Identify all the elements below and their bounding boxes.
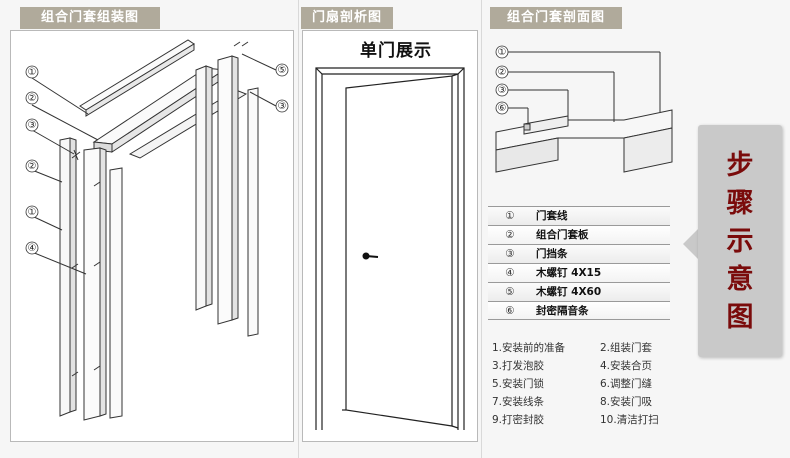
- side-label-text: 步 骤 示 意 图: [698, 147, 782, 337]
- part-name: 木螺钉 4X15: [536, 267, 602, 279]
- part-name: 组合门套板: [536, 229, 589, 241]
- part-number: ⑤: [505, 286, 515, 298]
- part-number: ③: [505, 248, 515, 260]
- assembly-callout-7: ⑤: [278, 65, 287, 76]
- step-item: 9.打密封胶: [492, 414, 545, 426]
- door-handle-icon: [362, 252, 379, 260]
- step-item: 5.安装门锁: [492, 378, 545, 390]
- assembly-panel: [10, 30, 294, 442]
- part-number: ①: [505, 210, 515, 222]
- assembly-callout-6: ④: [28, 243, 37, 254]
- step-item: 7.安装线条: [492, 396, 545, 408]
- part-name: 门挡条: [536, 248, 568, 260]
- side-label-char: 图: [726, 302, 754, 333]
- door-leaf-tab: 门扇剖析图: [301, 7, 393, 29]
- section-drawing: ① ② ③ ⑥: [495, 45, 673, 173]
- section-callout-4: ⑥: [498, 103, 507, 114]
- step-item: 4.安装合页: [600, 360, 653, 372]
- column-divider: [298, 0, 299, 458]
- door-title: 单门展示: [360, 41, 432, 61]
- step-item: 6.调整门缝: [600, 378, 653, 390]
- part-name: 木螺钉 4X60: [536, 286, 602, 298]
- step-item: 1.安装前的准备: [492, 342, 566, 354]
- step-item: 3.打发泡胶: [492, 360, 545, 372]
- side-label-char: 骤: [726, 188, 754, 219]
- assembly-callout-3: ③: [28, 120, 37, 131]
- step-item: 10.清洁打扫: [600, 414, 659, 426]
- assembly-callout-1: ①: [28, 67, 37, 78]
- column-divider: [481, 0, 482, 458]
- assembly-drawing: ① ② ③ ② ① ④ ⑤ ③: [25, 39, 289, 421]
- assembly-callout-4: ②: [28, 161, 37, 172]
- part-number: ④: [505, 267, 515, 279]
- parts-row: ④ 木螺钉 4X15: [488, 263, 670, 282]
- parts-row: ① 门套线: [488, 206, 670, 225]
- parts-row: ⑤ 木螺钉 4X60: [488, 282, 670, 301]
- side-label-char: 意: [726, 264, 754, 295]
- side-label-pointer: [683, 228, 699, 260]
- parts-row: ⑥ 封密隔音条: [488, 301, 670, 320]
- parts-row: ③ 门挡条: [488, 244, 670, 263]
- part-name: 门套线: [536, 210, 568, 222]
- assembly-callout-8: ③: [278, 101, 287, 112]
- part-number: ⑥: [505, 305, 515, 317]
- assembly-callout-5: ①: [28, 207, 37, 218]
- step-item: 2.组装门套: [600, 342, 653, 354]
- section-callout-3: ③: [498, 85, 507, 96]
- parts-row: ② 组合门套板: [488, 225, 670, 244]
- steps-side-label: 步 骤 示 意 图: [698, 125, 782, 357]
- section-tab: 组合门套剖面图: [490, 7, 622, 29]
- part-name: 封密隔音条: [536, 305, 589, 317]
- side-label-char: 示: [726, 226, 754, 257]
- section-callout-2: ②: [498, 67, 507, 78]
- part-number: ②: [505, 229, 515, 241]
- parts-table: ① 门套线 ② 组合门套板 ③ 门挡条 ④ 木螺钉 4X15 ⑤ 木螺钉 4X60 ⑥ 封密…: [488, 206, 670, 320]
- assembly-callout-2: ②: [28, 93, 37, 104]
- section-callout-1: ①: [498, 47, 507, 58]
- step-item: 8.安装门吸: [600, 396, 653, 408]
- side-label-char: 步: [726, 150, 754, 181]
- door-drawing: [315, 67, 465, 430]
- assembly-tab: 组合门套组装图: [20, 7, 160, 29]
